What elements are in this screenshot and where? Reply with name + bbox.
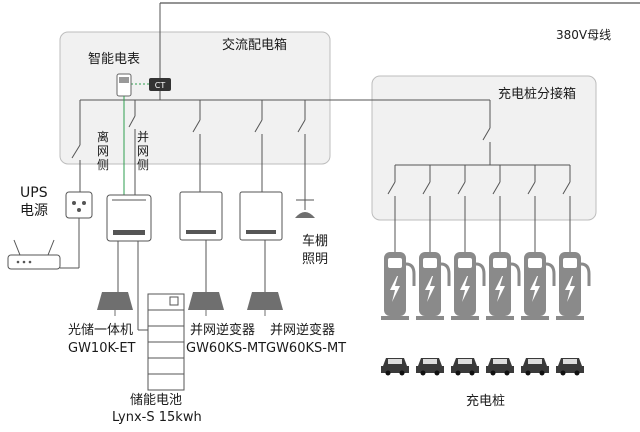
carport-light-label-1: 车棚 [302, 234, 329, 249]
ups-label-1: UPS [20, 185, 48, 201]
ups-socket-icon [65, 191, 93, 219]
inverter1-label-1: 并网逆变器 [190, 323, 256, 338]
charger-icon [556, 252, 591, 320]
solar-panel-3-icon [247, 292, 283, 316]
ac-box-label: 交流配电箱 [222, 38, 288, 53]
hybrid-inverter-icon [106, 194, 152, 242]
carport-light-icon [295, 199, 315, 218]
ct-text: CT [155, 81, 166, 90]
solar-panel-2-icon [188, 292, 224, 316]
battery-label-1: 储能电池 [130, 393, 183, 408]
car-icon [486, 358, 514, 376]
charger-box-label: 充电桩分接箱 [498, 87, 577, 102]
inverter2-label-1: 并网逆变器 [270, 323, 336, 338]
car-icon [521, 358, 549, 376]
battery-stack-icon [147, 293, 185, 391]
grid-inverter-2-icon [239, 191, 283, 241]
on-grid-label: 并网侧 [136, 130, 149, 172]
grid-inverter-1-icon [179, 191, 223, 241]
charger-junction-box [371, 75, 597, 221]
charger-branches [387, 164, 571, 252]
ups-label-2: 电源 [20, 203, 48, 219]
smart-meter-label: 智能电表 [88, 52, 141, 67]
bus-label: 380V母线 [556, 28, 612, 42]
ct-symbol [149, 78, 171, 91]
inverter2-label-2: GW60KS-MT [266, 341, 347, 356]
charger-icon [416, 252, 451, 320]
smart-meter-screen [119, 77, 129, 83]
solar-panel-1-icon [97, 292, 133, 316]
hybrid-label-2: GW10K-ET [68, 341, 136, 356]
ups-device-icon [7, 239, 61, 270]
charger-icon [381, 252, 416, 320]
charger-icon [451, 252, 486, 320]
ac-distribution-box [59, 31, 331, 165]
hybrid-label-1: 光储一体机 [68, 323, 134, 338]
car-icon [556, 358, 584, 376]
ac-branches [71, 96, 491, 200]
car-icon [416, 358, 444, 376]
inverter1-label-2: GW60KS-MT [186, 341, 267, 356]
charger-icon [521, 252, 556, 320]
charger-label: 充电桩 [466, 394, 506, 409]
carport-light-label-2: 照明 [302, 252, 329, 267]
car-icon [451, 358, 479, 376]
cars-group [381, 358, 584, 376]
chargers-group [381, 252, 591, 320]
battery-label-2: Lynx-S 15kwh [112, 410, 202, 425]
charger-icon [486, 252, 521, 320]
off-grid-label: 离网侧 [96, 130, 109, 172]
car-icon [381, 358, 409, 376]
